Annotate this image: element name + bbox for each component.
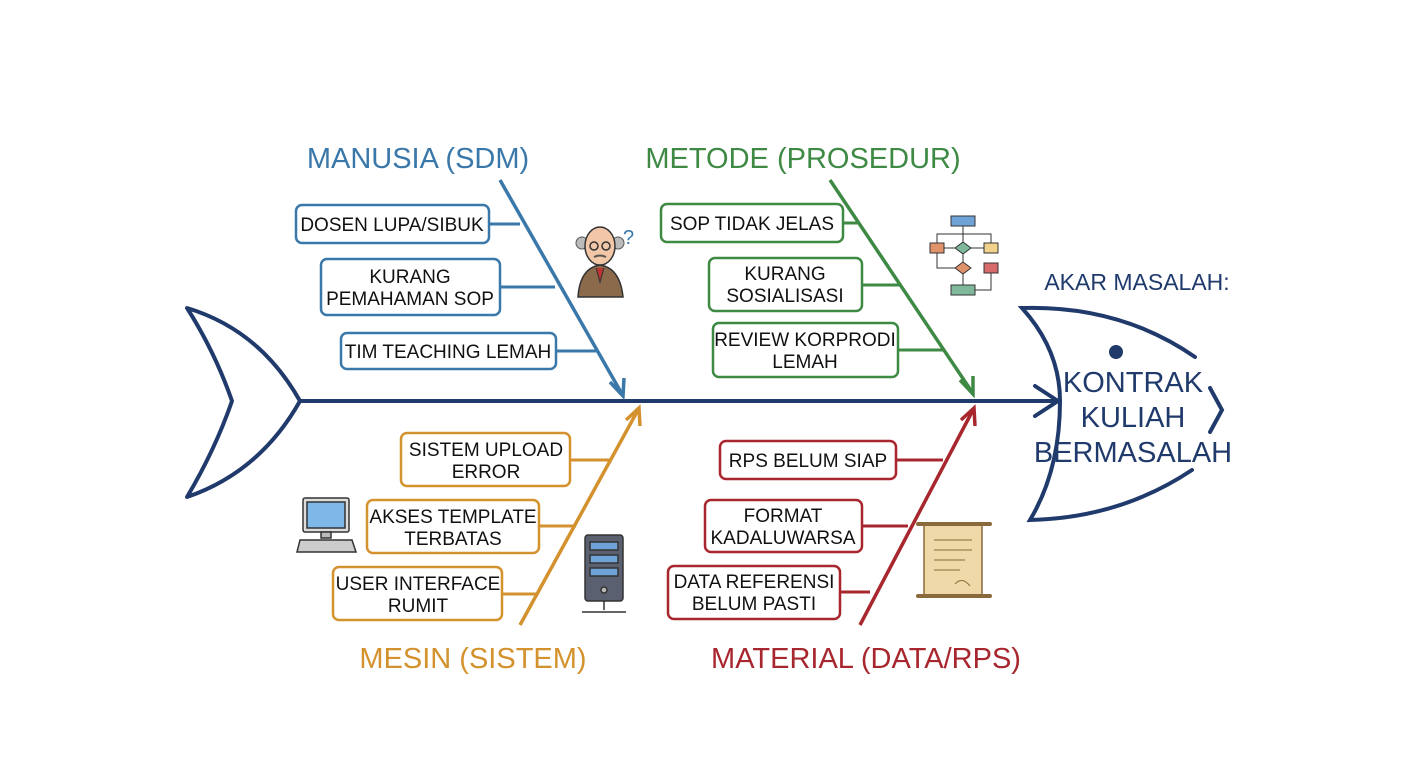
cause-text: FORMAT — [744, 506, 823, 527]
cause-box — [659, 202, 845, 244]
cause-box — [666, 564, 842, 621]
cause-text: SOSIALISASI — [726, 286, 843, 307]
category-mesin — [331, 404, 642, 626]
cause-text: AKSES TEMPLATE — [369, 507, 536, 528]
category-title-manusia: MANUSIA (SDM) — [307, 143, 529, 175]
cause-text: SISTEM UPLOAD — [409, 440, 563, 461]
cause-text: DOSEN LUPA/SIBUK — [300, 215, 484, 236]
cause-box — [294, 203, 491, 245]
cause-text: PEMAHAMAN SOP — [326, 289, 494, 310]
cause-text: KURANG — [369, 267, 450, 288]
category-title-metode: METODE (PROSEDUR) — [645, 143, 960, 175]
problem-line-3: BERMASALAH — [1034, 437, 1232, 469]
flowchart-icon — [929, 215, 999, 296]
cause-box — [339, 331, 558, 371]
category-manusia — [294, 179, 626, 401]
fish-mouth — [1208, 386, 1225, 434]
document-scroll-icon — [916, 522, 992, 598]
cause-text: BELUM PASTI — [692, 594, 816, 615]
server-icon — [582, 534, 626, 613]
cause-text: RPS BELUM SIAP — [729, 451, 887, 472]
cause-text: LEMAH — [772, 352, 837, 373]
category-metode — [659, 179, 975, 399]
cause-text: DATA REFERENSI — [674, 572, 835, 593]
cause-box — [331, 565, 504, 622]
cause-box — [365, 498, 541, 555]
cause-box — [718, 439, 898, 481]
cause-box — [399, 431, 572, 488]
cause-text: RUMIT — [388, 596, 449, 617]
cause-text: KADALUWARSA — [711, 528, 856, 549]
fish-tail — [185, 306, 302, 499]
computer-icon — [296, 497, 358, 553]
cause-box — [319, 257, 502, 317]
svg-text:?: ? — [623, 227, 634, 249]
category-title-mesin: MESIN (SISTEM) — [359, 643, 586, 675]
fish-eye — [1109, 345, 1123, 359]
category-material — [666, 404, 977, 626]
cause-text: TIM TEACHING LEMAH — [345, 342, 552, 363]
problem-line-1: KONTRAK — [1063, 367, 1204, 399]
problem-line-2: KULIAH — [1081, 402, 1186, 434]
cause-text: KURANG — [744, 264, 825, 285]
cause-text: SOP TIDAK JELAS — [670, 214, 834, 235]
cause-text: TERBATAS — [404, 529, 501, 550]
confused-professor-icon: ? — [575, 226, 634, 298]
cause-box — [703, 498, 864, 554]
cause-text: USER INTERFACE — [336, 574, 501, 595]
fish-head — [1017, 305, 1197, 523]
root-cause-label: AKAR MASALAH: — [1044, 269, 1229, 295]
category-title-material: MATERIAL (DATA/RPS) — [711, 643, 1021, 675]
cause-text: ERROR — [452, 462, 521, 483]
cause-text: REVIEW KORPRODI — [714, 330, 896, 351]
cause-box — [707, 256, 864, 313]
cause-box — [711, 321, 900, 379]
